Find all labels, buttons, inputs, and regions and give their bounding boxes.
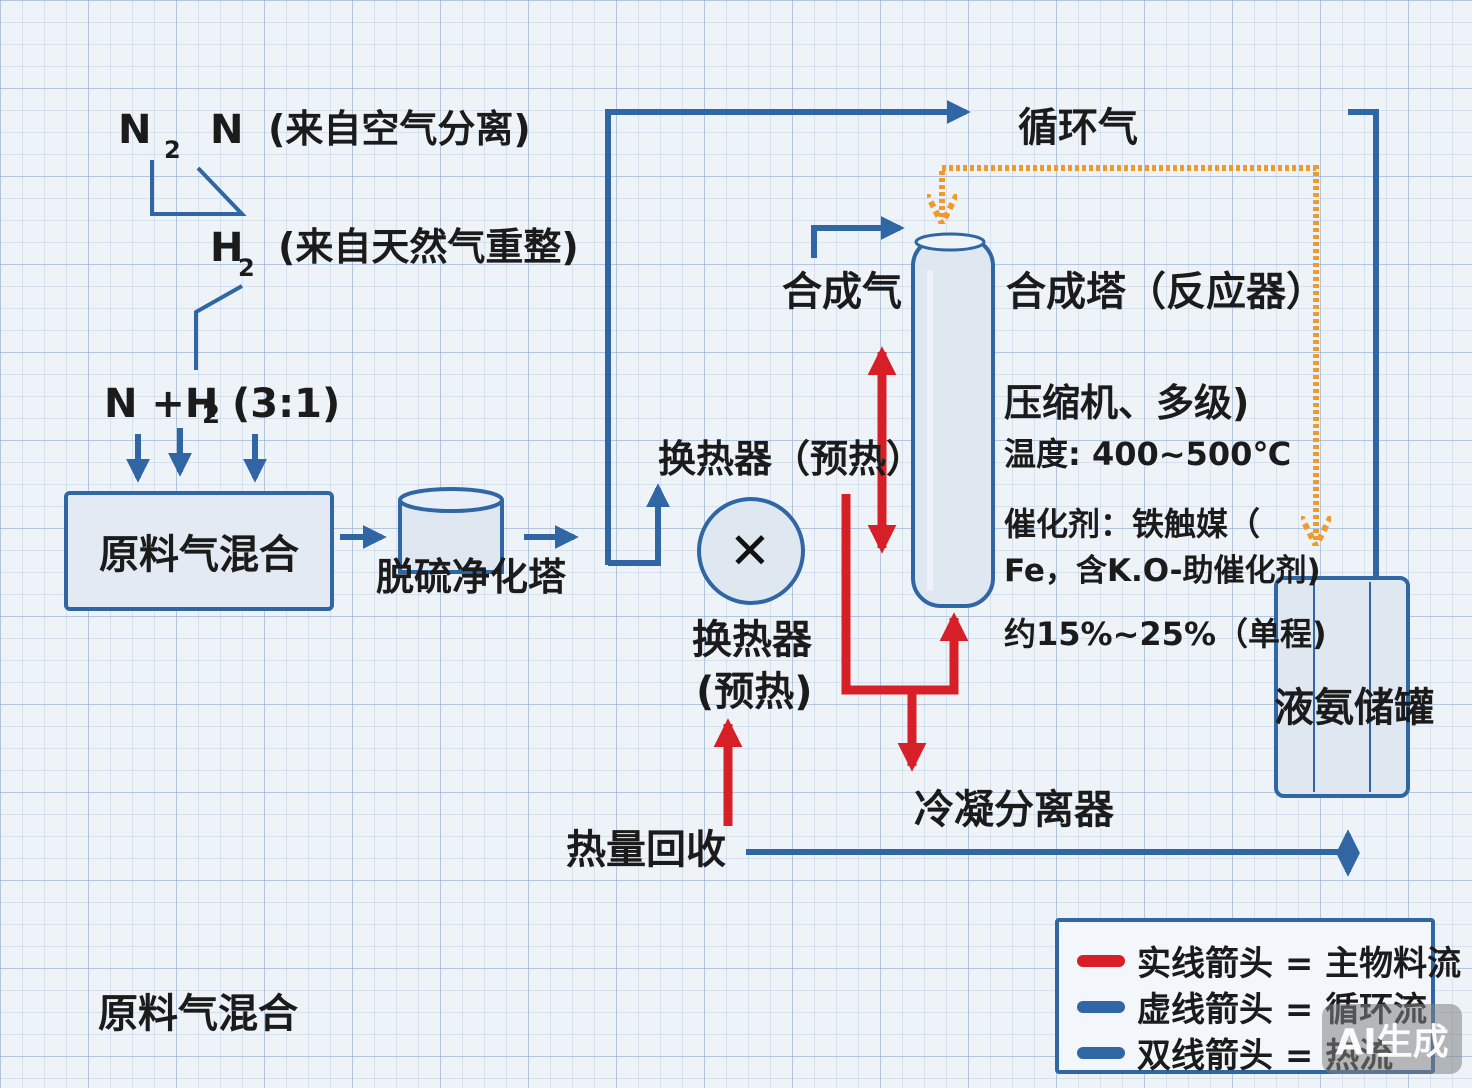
process-arrows bbox=[340, 100, 1379, 877]
compressor-label: 压缩机、多级) bbox=[1004, 381, 1250, 425]
reactor-vessel bbox=[911, 232, 995, 608]
storage-tank-label: 液氨储罐 bbox=[1274, 685, 1434, 731]
mix-formula: N +H bbox=[104, 381, 219, 427]
recycle-loop bbox=[942, 165, 1316, 540]
h2-source-label: (来自天然气重整) bbox=[278, 225, 579, 269]
feed-lines bbox=[150, 160, 247, 370]
n2-left-label: N bbox=[118, 107, 152, 153]
conversion-label: 约15%~25%（单程) bbox=[1004, 615, 1327, 653]
n2-right-label: N bbox=[210, 107, 244, 153]
catalyst-label-2: Fe，含K.O-助催化剂) bbox=[1004, 553, 1321, 589]
close-x-icon: ✕ bbox=[729, 522, 771, 580]
recycle-gas-label: 循环气 bbox=[1018, 105, 1138, 151]
condenser-label: 冷凝分离器 bbox=[914, 787, 1114, 833]
h2-label: H bbox=[210, 225, 244, 271]
footer-title: 原料气混合 bbox=[98, 991, 298, 1037]
storage-tank-vessel bbox=[1274, 576, 1410, 798]
syngas-label: 合成气 bbox=[782, 269, 902, 315]
heat-exchanger-name: 换热器 bbox=[692, 617, 812, 663]
raw-mix-box: 原料气混合 bbox=[64, 491, 334, 611]
heat-exchanger-symbol bbox=[697, 497, 805, 605]
legend-item-main-flow: 实线箭头 = 主物料流 bbox=[1077, 936, 1461, 985]
catalyst-label-1: 催化剂：铁触媒（ bbox=[1004, 505, 1261, 543]
reactor-label: 合成塔（反应器） bbox=[1006, 269, 1326, 315]
n2-subscript: 2 bbox=[164, 136, 181, 164]
h2-subscript: 2 bbox=[238, 254, 255, 282]
main-red-flows bbox=[713, 346, 969, 826]
mix-ratio: (3:1) bbox=[232, 381, 341, 427]
heat-exchanger-note: (预热) bbox=[696, 669, 813, 715]
desulfurizer-vessel bbox=[398, 487, 504, 574]
legend-label: 实线箭头 = 主物料流 bbox=[1137, 944, 1462, 984]
ai-watermark: AI生成 bbox=[1322, 1004, 1462, 1074]
legend-swatch-blue bbox=[1077, 1046, 1125, 1059]
desulfurizer-label: 脱硫净化塔 bbox=[376, 555, 567, 599]
legend-swatch-blue bbox=[1077, 1000, 1125, 1013]
heat-exchanger-top-label: 换热器（预热） bbox=[658, 437, 925, 481]
heat-recovery-label: 热量回收 bbox=[566, 827, 726, 873]
temperature-label: 温度: 400~500℃ bbox=[1004, 435, 1292, 473]
legend: 实线箭头 = 主物料流 虚线箭头 = 循环流 双线箭头 = 热流 bbox=[1055, 918, 1461, 1076]
n2-source-label: (来自空气分离) bbox=[268, 107, 531, 151]
legend-swatch-red bbox=[1077, 954, 1125, 967]
feed-arrows bbox=[126, 428, 267, 483]
mix-subscript: 2 bbox=[202, 400, 221, 430]
